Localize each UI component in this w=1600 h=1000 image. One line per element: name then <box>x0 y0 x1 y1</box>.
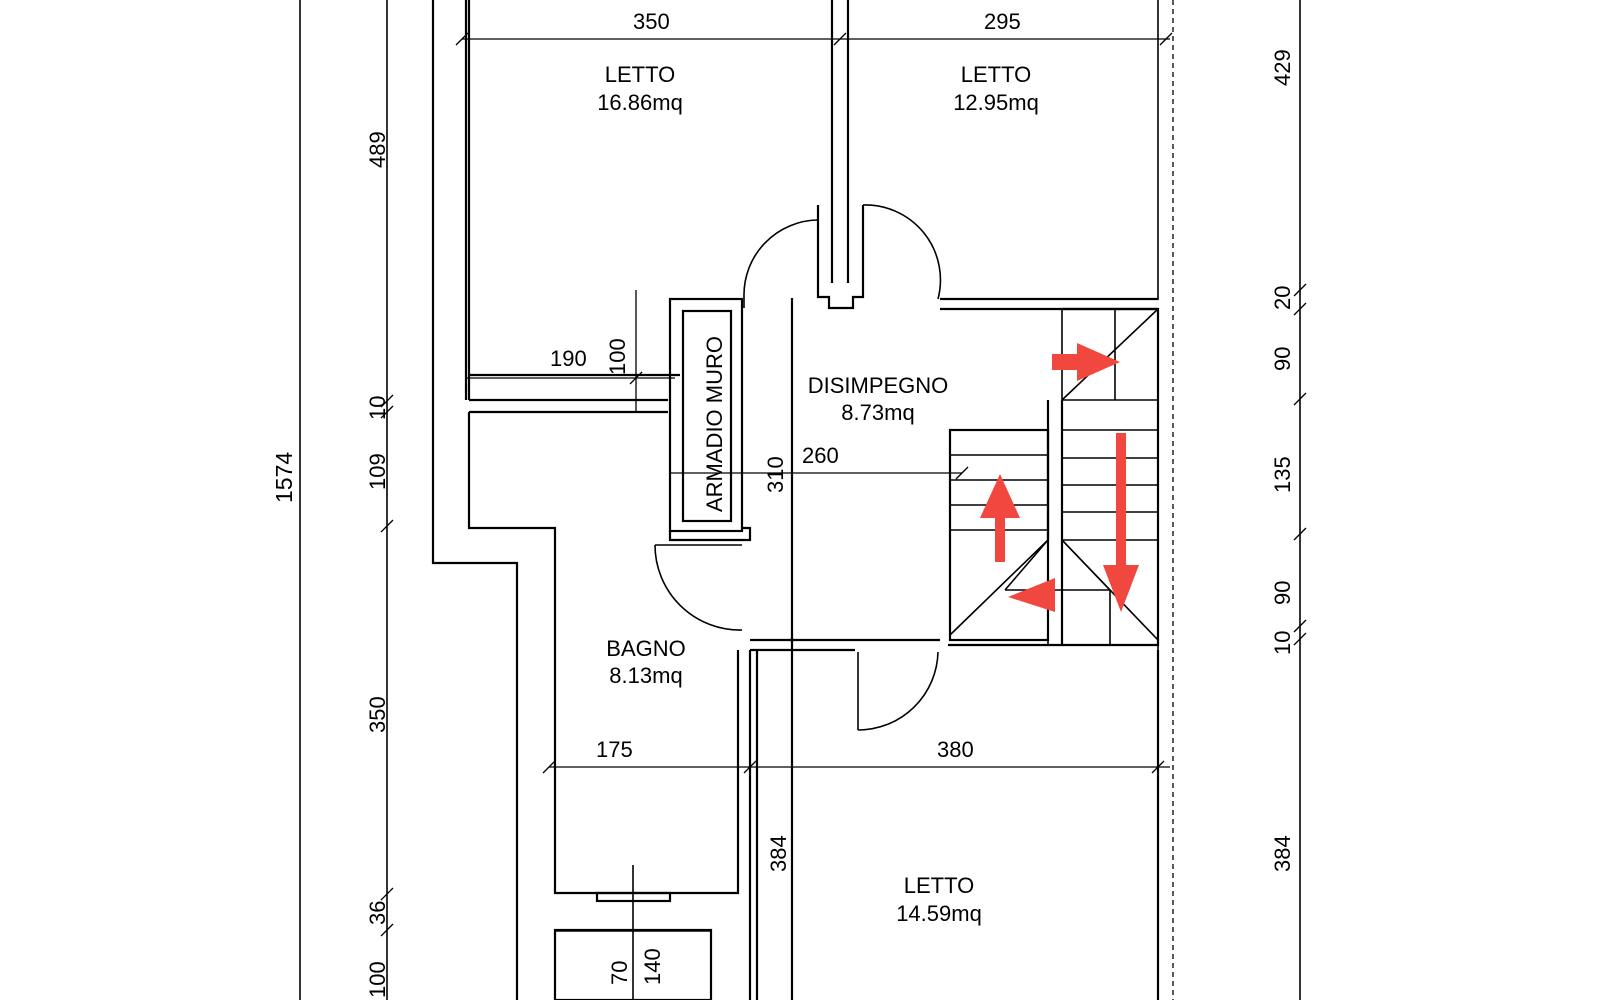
door-jamb-left <box>816 205 865 310</box>
dim-380: 380 <box>937 737 974 762</box>
dim-109: 109 <box>365 453 390 490</box>
room-letto-2-name: LETTO <box>961 62 1032 87</box>
room-letto-1-area: 16.86mq <box>597 90 683 115</box>
dim-90-upper: 90 <box>1270 347 1295 371</box>
dim-overall-1574: 1574 <box>271 452 297 503</box>
dim-310: 310 <box>763 456 788 493</box>
wardrobe-label: ARMADIO MURO <box>702 336 727 512</box>
bathroom-west-wall <box>467 412 740 895</box>
stair-lower-winders <box>949 539 1159 645</box>
dim-175: 175 <box>596 737 633 762</box>
arrow-up-icon <box>980 474 1020 562</box>
dim-350-left: 350 <box>365 696 390 733</box>
arrow-down-icon <box>1103 433 1139 612</box>
dim-100-left: 100 <box>365 961 390 998</box>
dim-384-inner: 384 <box>766 835 791 872</box>
arrow-right-icon <box>1052 343 1120 381</box>
dim-140: 140 <box>640 948 665 985</box>
dim-384-right: 384 <box>1270 835 1295 872</box>
dim-135: 135 <box>1270 456 1295 493</box>
arrow-left-icon <box>1008 578 1055 612</box>
door-swing-bedroom-2 <box>862 204 942 300</box>
dim-489: 489 <box>365 131 390 168</box>
room-letto-2-area: 12.95mq <box>953 90 1039 115</box>
room-letto-1-name: LETTO <box>605 62 676 87</box>
right-dim-ticks <box>1293 283 1307 646</box>
room-disimpegno-name: DISIMPEGNO <box>808 373 949 398</box>
wardrobe-inner <box>681 309 733 523</box>
dim-36: 36 <box>365 901 390 925</box>
door-swing-bedroom-3 <box>857 651 939 731</box>
door-swing-bedroom-1 <box>743 219 819 298</box>
wardrobe-label-group: ARMADIO MURO <box>702 336 727 512</box>
stair-outline-east <box>948 307 1160 647</box>
room-bagno-area: 8.13mq <box>609 663 682 688</box>
dim-10-left: 10 <box>365 396 390 420</box>
dim-429: 429 <box>1270 49 1295 86</box>
dim-90-lower: 90 <box>1270 581 1295 605</box>
door-swing-bathroom <box>654 544 743 631</box>
dim-top-left-width: 350 <box>633 9 670 34</box>
room-disimpegno-area: 8.73mq <box>841 400 914 425</box>
dim-10-right: 10 <box>1270 631 1295 655</box>
room-letto-3-area: 14.59mq <box>896 901 982 926</box>
west-exterior-wall <box>431 0 519 1000</box>
left-dim-ticks <box>380 394 394 937</box>
room-bagno-name: BAGNO <box>606 636 685 661</box>
dim-190: 190 <box>550 346 587 371</box>
dim-top-right-width: 295 <box>984 9 1021 34</box>
dim-260: 260 <box>802 443 839 468</box>
stair-direction-arrows <box>980 343 1139 612</box>
stair-treads-east <box>1062 309 1158 541</box>
wardrobe-base <box>668 526 752 542</box>
dim-100-corridor: 100 <box>605 338 630 375</box>
dim-20: 20 <box>1270 286 1295 310</box>
wardrobe-outer <box>668 297 744 533</box>
dim-70: 70 <box>607 961 632 985</box>
room-letto-3-name: LETTO <box>904 873 975 898</box>
